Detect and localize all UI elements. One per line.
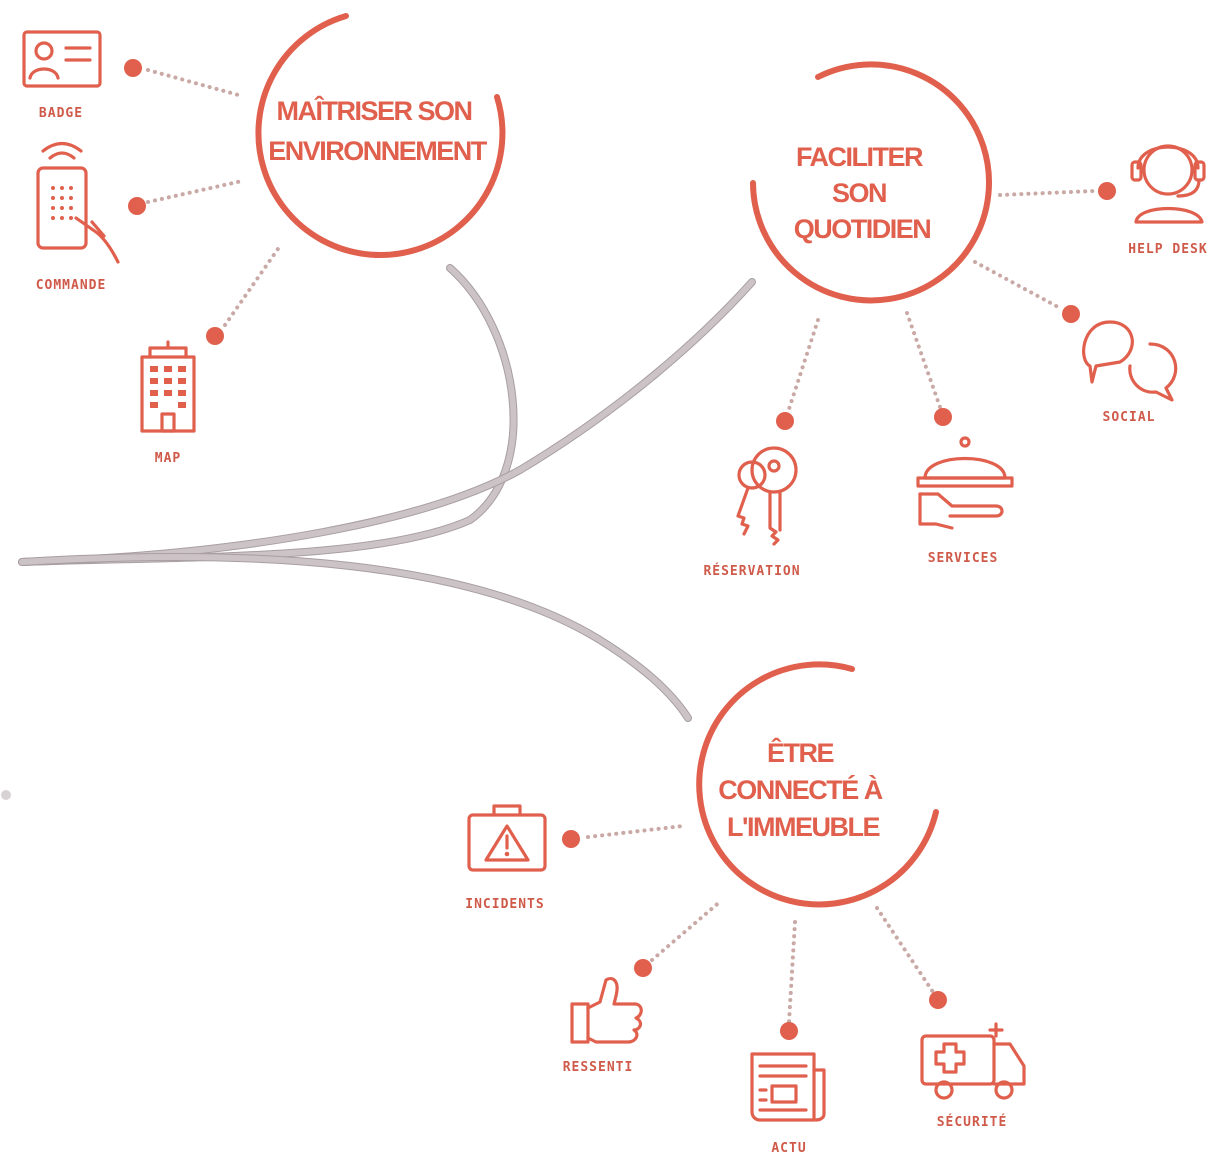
map-label: MAP	[155, 451, 181, 466]
help-desk-label: HELP DESK	[1128, 242, 1207, 257]
hub-arc-immeuble	[696, 661, 939, 908]
ambulance-icon	[920, 1022, 1026, 1100]
social-feature[interactable]: SOCIAL	[1082, 320, 1178, 425]
commande-feature[interactable]: COMMANDE	[36, 141, 120, 294]
incidents-label: INCIDENTS	[465, 897, 544, 912]
id-card-icon	[22, 30, 102, 88]
warning-kit-icon	[467, 804, 547, 872]
branch-lines	[18, 264, 756, 722]
reservation-feature[interactable]: RÉSERVATION	[703, 446, 800, 579]
hub-arc-quotidien	[750, 61, 992, 304]
serving-cloche-icon	[916, 436, 1014, 530]
services-label: SERVICES	[928, 551, 999, 566]
actu-feature[interactable]: ACTU	[750, 1052, 826, 1156]
connector-dots	[124, 59, 1116, 1040]
help-desk-feature[interactable]: HELP DESK	[1128, 144, 1207, 257]
newspaper-icon	[750, 1052, 826, 1122]
connectors	[146, 68, 1096, 1024]
hub-arc-environnement	[255, 13, 506, 259]
headset-agent-icon	[1130, 144, 1206, 224]
reservation-label: RÉSERVATION	[703, 563, 800, 579]
securite-label: SÉCURITÉ	[937, 1114, 1008, 1130]
social-label: SOCIAL	[1103, 410, 1156, 425]
chat-bubbles-icon	[1082, 320, 1178, 402]
actu-label: ACTU	[771, 1141, 806, 1156]
ressenti-label: RESSENTI	[563, 1060, 634, 1075]
ressenti-feature[interactable]: RESSENTI	[563, 976, 643, 1075]
commande-label: COMMANDE	[36, 278, 107, 293]
building-icon	[140, 340, 196, 433]
stray-dot	[1, 790, 11, 800]
remote-control-icon	[36, 141, 120, 264]
hub-title-environnement: MAÎTRISER SON ENVIRONNEMENT	[268, 95, 488, 166]
badge-label: BADGE	[39, 106, 83, 121]
badge-feature[interactable]: BADGE	[22, 30, 102, 121]
hub-title-immeuble: ÊTRE CONNECTÉ À L'IMMEUBLE	[718, 737, 888, 842]
thumbs-up-icon	[570, 976, 643, 1044]
incidents-feature[interactable]: INCIDENTS	[465, 804, 547, 912]
securite-feature[interactable]: SÉCURITÉ	[920, 1022, 1026, 1130]
map-feature[interactable]: MAP	[140, 340, 196, 466]
keys-icon	[736, 446, 798, 546]
hub-title-quotidien: FACILITER SON QUOTIDIEN	[794, 142, 931, 244]
services-feature[interactable]: SERVICES	[916, 436, 1014, 566]
